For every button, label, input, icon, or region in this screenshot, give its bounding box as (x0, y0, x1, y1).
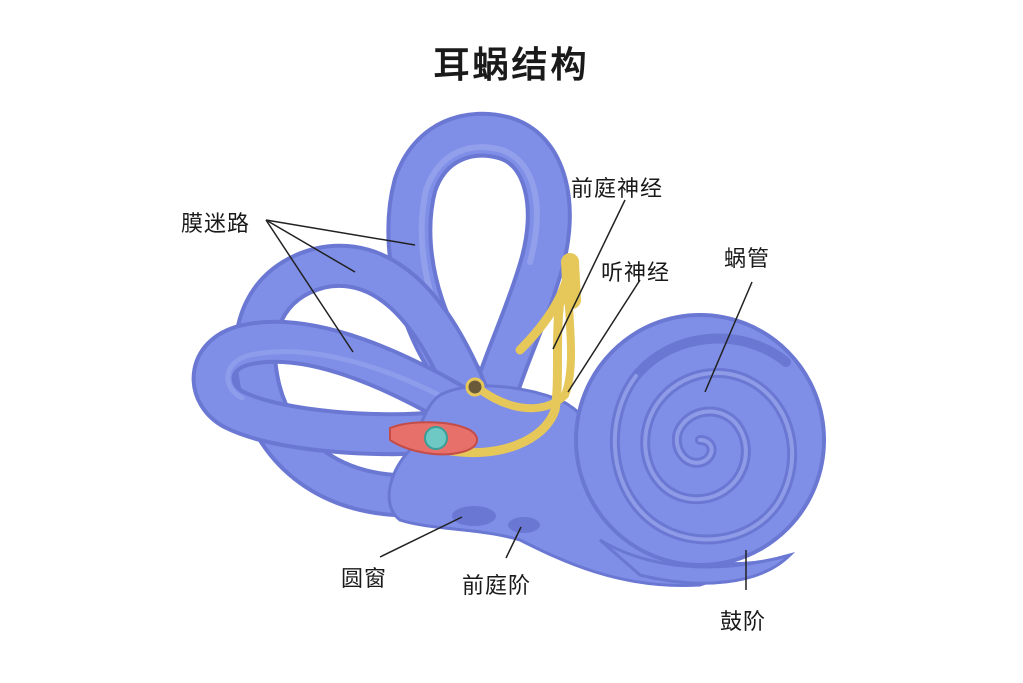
label-vestibular-nerve: 前庭神经 (571, 177, 664, 202)
label-scala-vestibuli: 前庭阶 (462, 574, 532, 599)
leader-lines (265, 199, 753, 590)
nerve-ending (465, 377, 485, 397)
leader-auditory-nerve (567, 279, 641, 393)
stapes (424, 426, 448, 450)
scala-vestibuli-spot (508, 517, 540, 533)
label-round-window: 圆窗 (341, 567, 388, 592)
leader-vestibular-nerve (552, 199, 626, 350)
round-window-spot (452, 506, 496, 526)
cochlea (574, 313, 826, 585)
label-membranous-labyrinth: 膜迷路 (181, 212, 251, 237)
label-cochlear-duct: 蜗管 (724, 247, 771, 272)
auditory-nerve (474, 286, 576, 413)
leader-membranous-2 (265, 219, 356, 273)
vestibule (387, 384, 771, 588)
leader-membranous-1 (265, 219, 416, 246)
label-auditory-nerve: 听神经 (601, 261, 671, 286)
leader-cochlear-duct (704, 281, 753, 393)
leader-membranous-3 (265, 219, 354, 353)
leader-round-window (379, 516, 463, 558)
leader-scala-vestibuli (505, 526, 522, 559)
semicircular-canals (191, 111, 572, 518)
nerves (440, 253, 581, 458)
page-title: 耳蜗结构 (433, 45, 590, 86)
label-scala-tympani: 鼓阶 (720, 610, 767, 635)
